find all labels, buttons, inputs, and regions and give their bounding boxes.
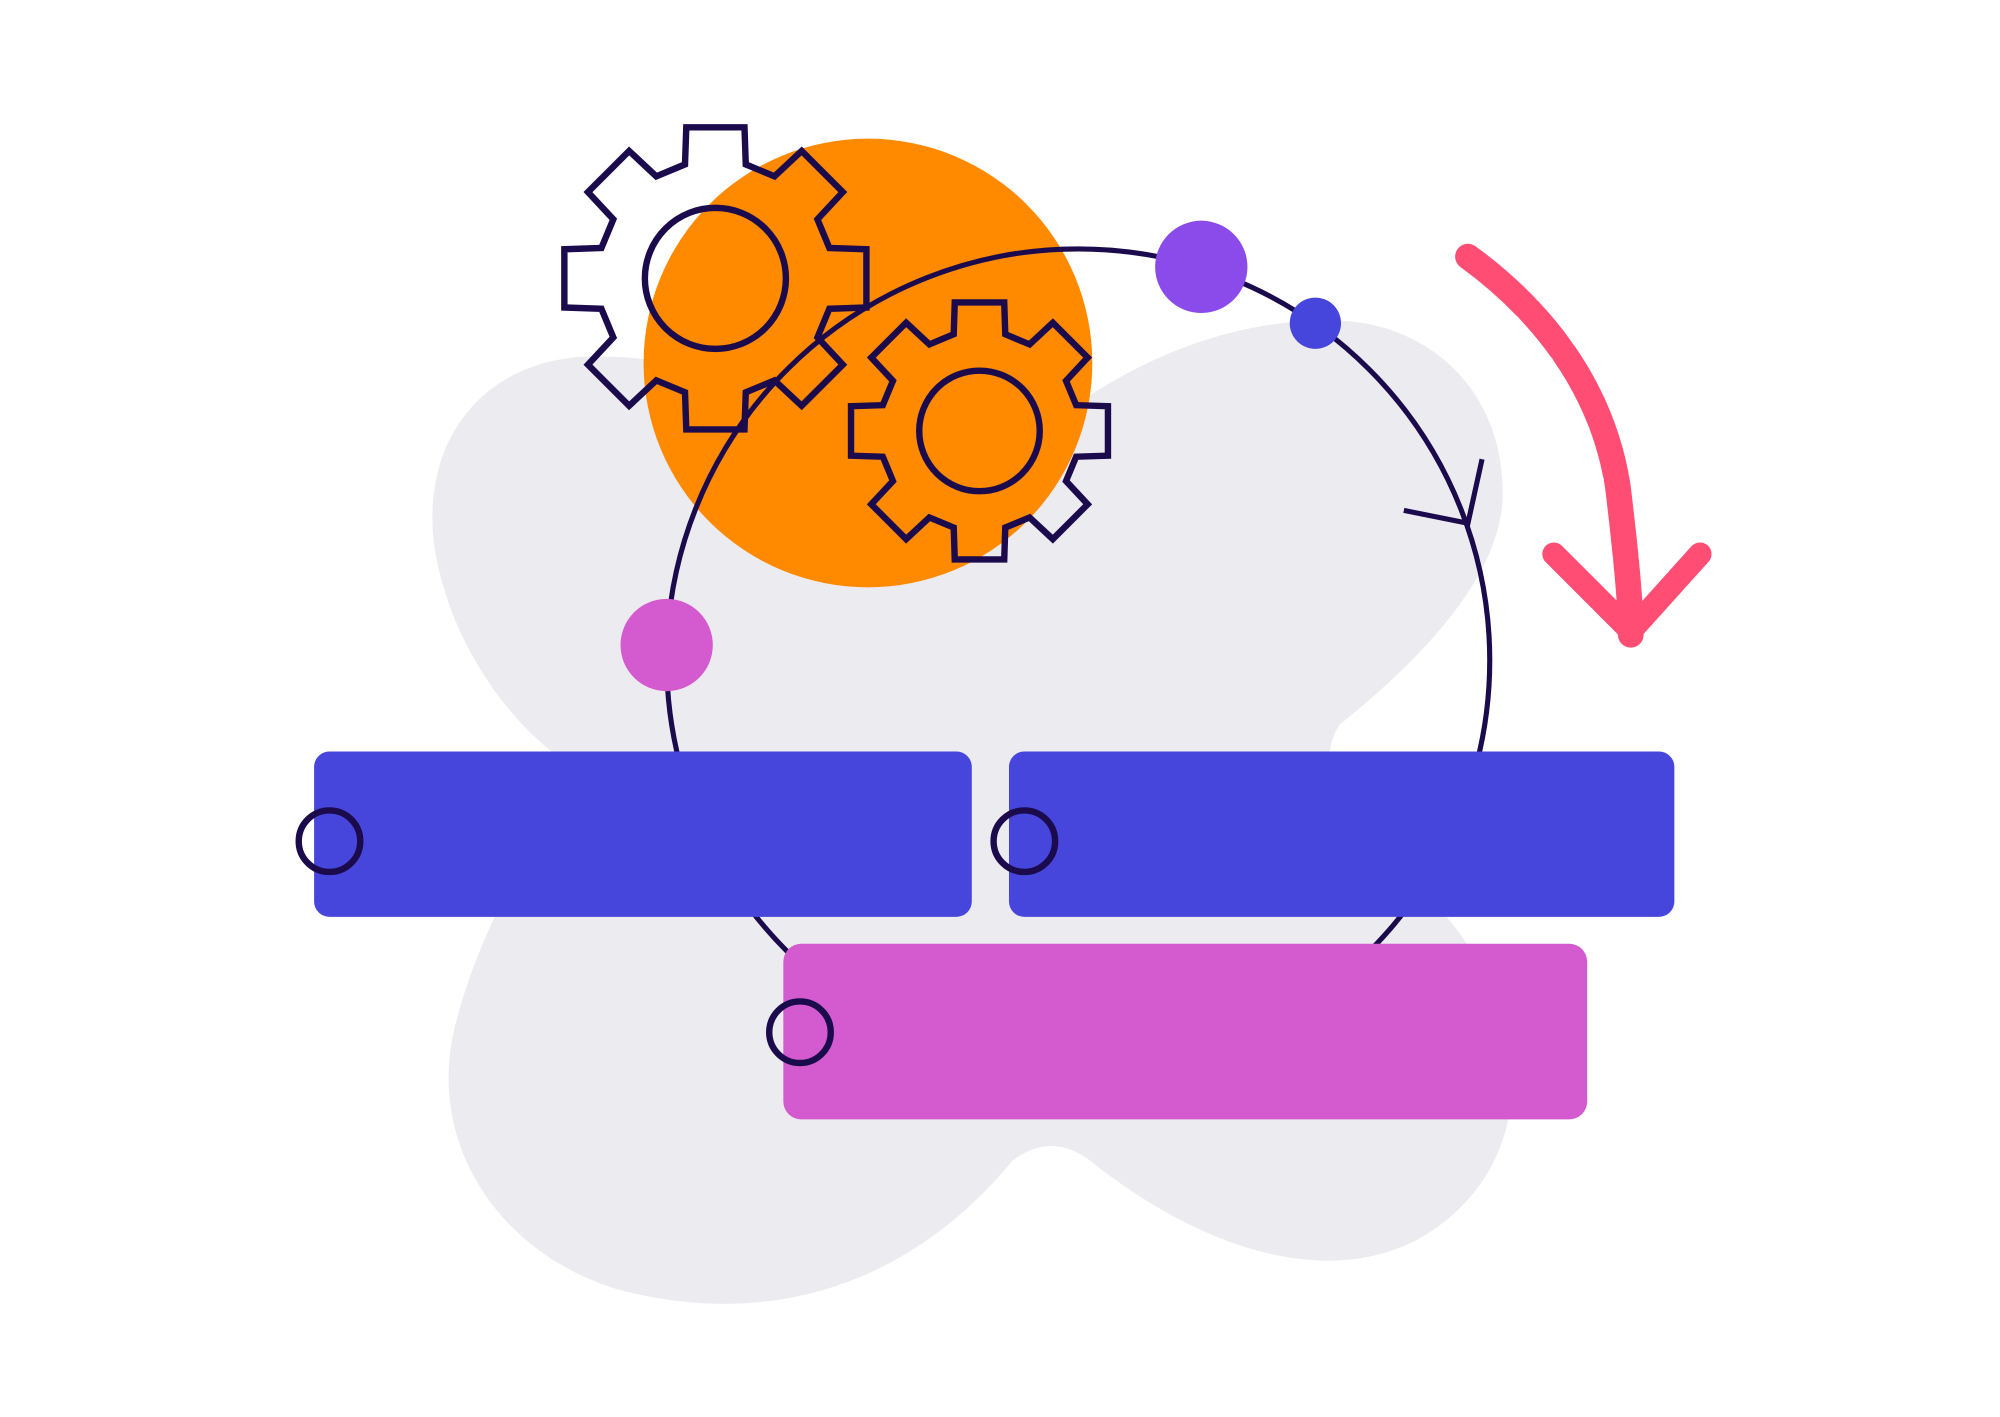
blue-block-right: [1008, 751, 1675, 917]
orange-circle: [643, 138, 1093, 588]
blue-dot: [1289, 297, 1342, 349]
gear-icon: [847, 299, 1112, 563]
magenta-dot: [620, 598, 713, 692]
connector-ring: [990, 807, 1059, 876]
connector-ring: [295, 807, 364, 876]
blue-block-left: [314, 751, 972, 917]
purple-dot: [1155, 220, 1248, 313]
gear-hole: [641, 204, 790, 353]
gear-icon: [561, 124, 870, 433]
gear-outline: [561, 124, 870, 433]
curved-arrow-icon: [1455, 243, 1712, 648]
gear-hole: [916, 367, 1043, 495]
magenta-block: [783, 943, 1588, 1120]
cycle-arrow-icon: [1403, 458, 1485, 527]
connector-ring: [766, 998, 834, 1067]
gear-outline: [847, 299, 1112, 563]
